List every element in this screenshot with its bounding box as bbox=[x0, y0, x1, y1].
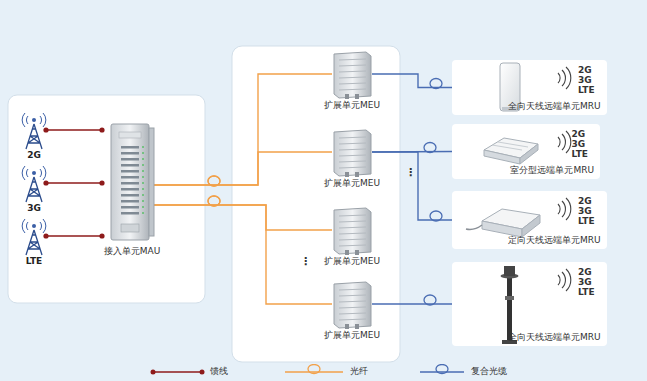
continuation-mark: ⋮ bbox=[405, 167, 416, 178]
access-panel bbox=[8, 95, 205, 303]
base-station: 3G bbox=[14, 163, 54, 216]
legend-sample bbox=[418, 364, 466, 378]
legend-text: 光纤 bbox=[350, 365, 368, 377]
fiber-coil bbox=[430, 211, 442, 221]
meu-device bbox=[331, 206, 373, 256]
meu-device bbox=[331, 50, 373, 100]
node-label: 室分型远端单元MRU bbox=[510, 165, 594, 176]
node-label: 定向天线远端单元MRU bbox=[508, 235, 601, 246]
base-station: 2G bbox=[14, 110, 54, 163]
legend-sample bbox=[283, 364, 345, 378]
expansion-unit: 扩展单元MEU bbox=[318, 206, 386, 269]
base-station: LTE bbox=[14, 216, 54, 269]
expansion-unit: 扩展单元MEU bbox=[318, 280, 386, 343]
feeder-line bbox=[46, 182, 102, 184]
fiber-line bbox=[150, 205, 332, 230]
fiber-coil bbox=[208, 196, 220, 206]
legend-sample bbox=[150, 364, 205, 378]
node-label: 扩展单元MEU bbox=[298, 256, 406, 267]
fiber-coil bbox=[430, 79, 442, 89]
cable-line bbox=[372, 152, 452, 220]
tower-icon bbox=[14, 216, 54, 256]
meu-device bbox=[331, 128, 373, 178]
access-unit: 接入单元MAU bbox=[96, 122, 168, 262]
feeder-dot bbox=[99, 180, 104, 185]
node-label: 3G bbox=[14, 203, 54, 214]
node-label: 全向天线远端单元MRU bbox=[508, 332, 601, 343]
expansion-unit: 扩展单元MEU bbox=[318, 128, 386, 191]
fiber-coil bbox=[424, 143, 436, 153]
remote-unit-box: 2G 3G LTE 定向天线远端单元MRU bbox=[452, 191, 607, 249]
meu-device bbox=[331, 280, 373, 330]
cable-line bbox=[372, 74, 452, 88]
fiber-coil bbox=[208, 196, 220, 206]
fiber-line bbox=[150, 152, 332, 185]
band-list: 2G 3G LTE bbox=[578, 196, 595, 226]
node-label: 全向天线远端单元MRU bbox=[508, 101, 601, 112]
node-label: LTE bbox=[14, 256, 54, 267]
feeder-dot bbox=[43, 233, 48, 238]
feeder-dot bbox=[43, 180, 48, 185]
expansion-unit: 扩展单元MEU bbox=[318, 50, 386, 113]
fiber-coil bbox=[208, 176, 220, 186]
legend-text: 复合光缆 bbox=[471, 365, 507, 377]
fiber-line bbox=[150, 205, 332, 304]
fiber-line bbox=[150, 74, 332, 185]
legend: 馈线 光纤 复合光缆 bbox=[0, 364, 647, 378]
feeder-dot bbox=[99, 233, 104, 238]
node-label: 扩展单元MEU bbox=[298, 178, 406, 189]
tower-icon bbox=[14, 163, 54, 203]
expansion-panel bbox=[232, 46, 400, 362]
legend-text: 馈线 bbox=[210, 365, 228, 377]
cable-line bbox=[372, 303, 452, 304]
remote-unit-box: 2G 3G LTE 全向天线远端单元MRU bbox=[452, 60, 607, 115]
node-label: 扩展单元MEU bbox=[298, 100, 406, 111]
feeder-dot bbox=[43, 127, 48, 132]
band-list: 2G 3G LTE bbox=[578, 267, 595, 297]
remote-unit-box: 2G 3G LTE 室分型远端单元MRU bbox=[452, 124, 600, 179]
node-label: 扩展单元MEU bbox=[298, 330, 406, 341]
node-label: 2G bbox=[14, 150, 54, 161]
mau-device bbox=[107, 122, 157, 242]
remote-unit-box: 2G 3G LTE 全向天线远端单元MRU bbox=[452, 262, 607, 346]
node-label: 接入单元MAU bbox=[76, 246, 188, 257]
band-list: 2G 3G LTE bbox=[571, 129, 588, 159]
feeder-line bbox=[46, 235, 102, 237]
feeder-dot bbox=[99, 127, 104, 132]
band-list: 2G 3G LTE bbox=[578, 65, 595, 95]
fiber-coil bbox=[208, 176, 220, 186]
fiber-coil bbox=[424, 295, 436, 305]
tower-icon bbox=[14, 110, 54, 150]
feeder-line bbox=[46, 129, 102, 131]
continuation-mark: ⋮ bbox=[300, 256, 311, 267]
